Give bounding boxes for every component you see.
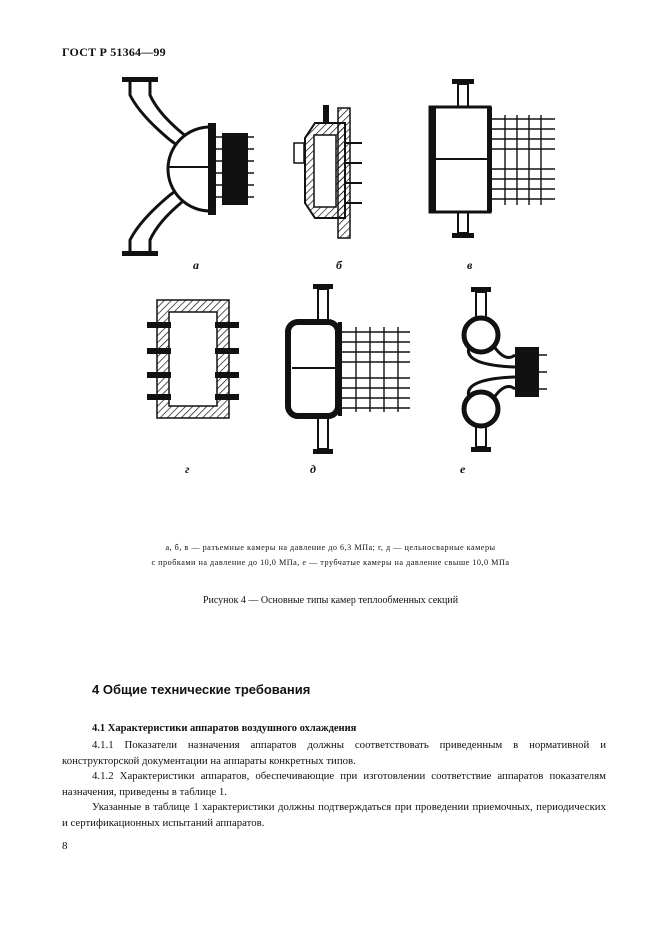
figure-label-e: д — [310, 462, 316, 476]
figure-label-d: г — [185, 462, 190, 476]
figure-caption: Рисунок 4 — Основные типы камер теплообм… — [202, 595, 459, 606]
figure-c-chamber — [428, 79, 555, 238]
figure-label-f: е — [460, 462, 466, 476]
figure-d-chamber — [147, 299, 239, 419]
figure-legend-line-2: с пробками на давление до 10,0 МПа, е — … — [151, 558, 510, 567]
figure-label-c: в — [467, 258, 473, 272]
figure-e-chamber — [285, 284, 410, 454]
document-header: ГОСТ Р 51364—99 — [62, 45, 166, 59]
subsection-heading: 4.1 Характеристики аппаратов воздушного … — [92, 723, 357, 734]
figure-label-a: а — [193, 258, 199, 272]
section-heading: 4 Общие технические требования — [92, 682, 311, 697]
paragraph-4-1-1: 4.1.1 Показатели назначения аппаратов до… — [62, 739, 606, 767]
figure-b-chamber — [293, 105, 362, 239]
page-number: 8 — [62, 840, 68, 852]
paragraph-table-note: Указанные в таблице 1 характеристики дол… — [62, 801, 606, 829]
paragraph-4-1-2: 4.1.2 Характеристики аппаратов, обеспечи… — [62, 770, 606, 798]
figure-a-chamber — [122, 77, 254, 256]
figure-f-chamber — [461, 287, 547, 452]
figure-legend-line-1: а, б, в — разъемные камеры на давление д… — [165, 543, 496, 552]
figure-label-b: б — [336, 258, 342, 272]
